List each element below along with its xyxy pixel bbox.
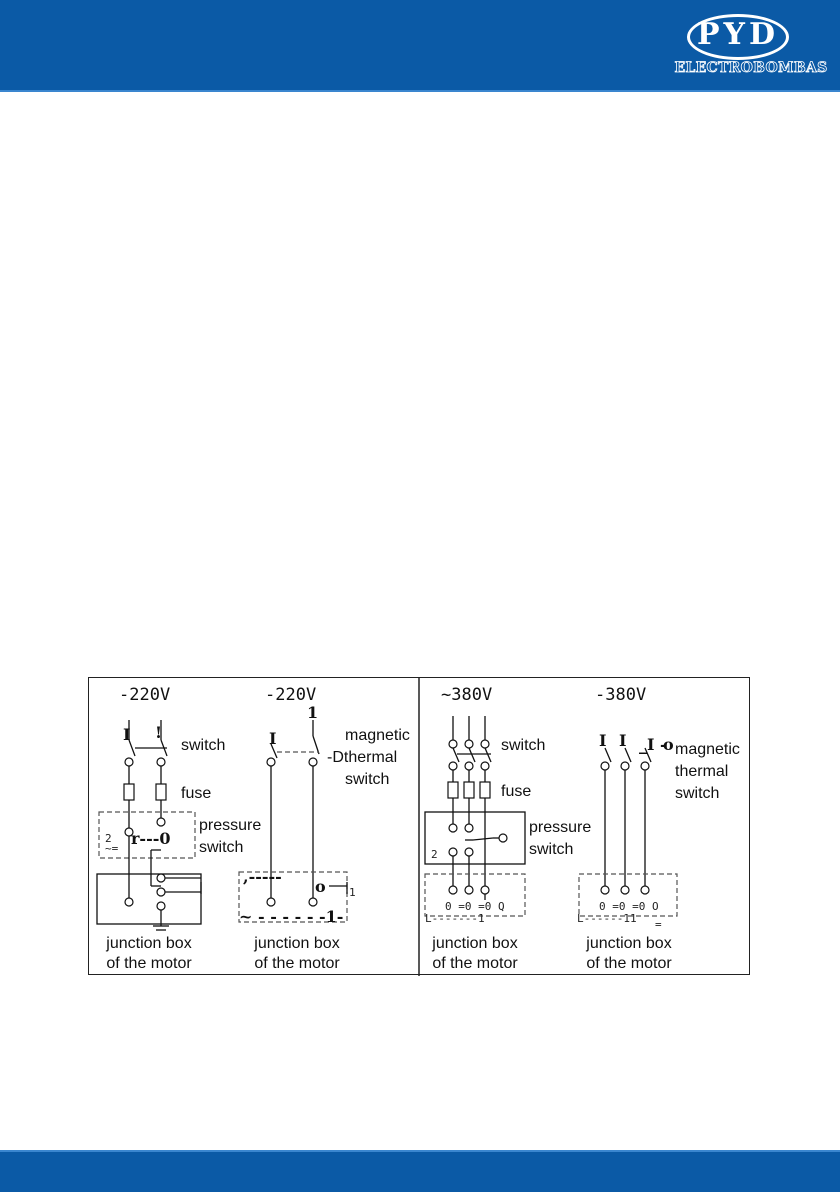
mark: 1 <box>349 886 356 899</box>
panel-380v-pressure: ~380V switch fuse 2 pressure switch 0 <box>424 685 591 972</box>
junction-label: of the motor <box>432 955 518 972</box>
mark: 1 <box>307 703 318 722</box>
brand-logo: PYD ELECTROBOMBAS <box>660 0 840 92</box>
junction-label: junction box <box>105 935 191 952</box>
fuse-label: fuse <box>181 785 211 802</box>
mark: = <box>655 918 662 931</box>
pressure-contact-mark: r---0 <box>131 829 170 848</box>
switch-label: switch <box>181 737 225 754</box>
header-divider <box>0 90 840 92</box>
mark: 2 <box>105 832 112 845</box>
mark: 0 =0 =0 Q <box>445 900 505 913</box>
footer-divider <box>0 1150 840 1152</box>
pressure-label: switch <box>199 839 243 856</box>
pressure-label: pressure <box>529 819 591 836</box>
footer-bar <box>0 1152 840 1192</box>
wiring-diagram-svg: -220V I ! switch fuse 2 ~= r---0 pressur… <box>96 678 740 976</box>
logo-text: PYD <box>697 17 779 52</box>
pressure-label: pressure <box>199 817 261 834</box>
mark: I <box>599 731 606 750</box>
panel-220v-pressure: -220V I ! switch fuse 2 ~= r---0 pressur… <box>96 685 261 972</box>
voltage-label: -220V <box>265 685 316 705</box>
fuse-label: fuse <box>501 783 531 800</box>
magnetic-label: magnetic <box>675 741 740 758</box>
magnetic-label: magnetic <box>345 727 410 744</box>
mark: o <box>315 877 326 896</box>
magnetic-label: thermal <box>675 763 728 780</box>
switch-label: switch <box>501 737 545 754</box>
magnetic-label: -Dthermal <box>327 749 397 766</box>
junction-label: of the motor <box>586 955 672 972</box>
mark: I <box>123 725 130 744</box>
logo-subtitle: ELECTROBOMBAS <box>674 60 828 77</box>
junction-label: junction box <box>431 935 517 952</box>
pressure-label: switch <box>529 841 573 858</box>
mark: 0 =0 =0 O <box>599 900 659 913</box>
junction-label: of the motor <box>106 955 192 972</box>
mark: ~= <box>105 842 119 855</box>
mark: L------11 <box>577 912 637 925</box>
magnetic-label: switch <box>675 785 719 802</box>
logo-ring-icon <box>687 14 789 60</box>
panel-380v-magnetic: -380V I I _I - o magnetic thermal switch… <box>577 685 740 972</box>
junction-label: junction box <box>253 935 339 952</box>
junction-label: junction box <box>585 935 671 952</box>
wiring-diagram: -220V I ! switch fuse 2 ~= r---0 pressur… <box>88 677 750 976</box>
mark: I <box>269 729 276 748</box>
voltage-label: -220V <box>119 685 170 705</box>
panel-220v-magnetic: -220V I 1 magnetic -Dthermal switch ,---… <box>238 685 410 972</box>
mark: ,----- <box>243 867 282 886</box>
mark: o <box>663 735 674 754</box>
mark: ! <box>155 723 162 742</box>
mark: ~ - - - - - -1- <box>239 907 343 926</box>
magnetic-label: switch <box>345 771 389 788</box>
voltage-label: -380V <box>595 685 646 705</box>
mark: I <box>619 731 626 750</box>
junction-label: of the motor <box>254 955 340 972</box>
mark: L-------1 <box>425 912 485 925</box>
voltage-label: ~380V <box>441 685 492 705</box>
mark: 2 <box>431 848 438 861</box>
